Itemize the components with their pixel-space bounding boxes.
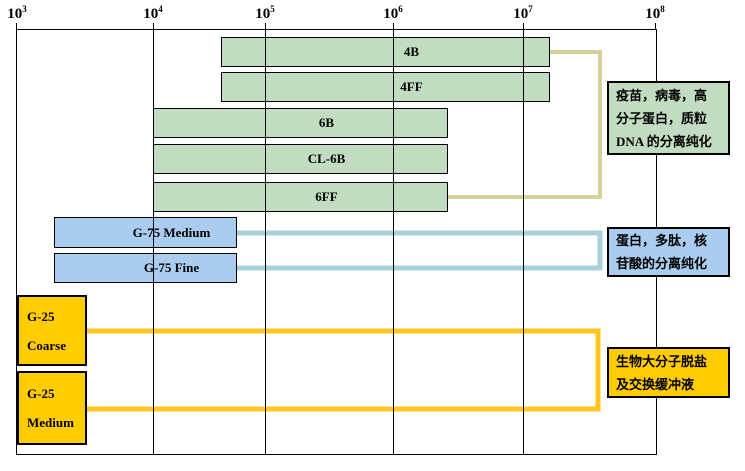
bar-cl-6b: CL-6B <box>153 144 448 174</box>
axis-label-1e6: 106 <box>383 4 403 23</box>
gridline-1e7 <box>523 29 524 454</box>
bar-g25-coarse: G-25 Coarse <box>17 295 87 366</box>
axis-label-1e3: 103 <box>7 4 27 23</box>
axis-tick <box>393 23 394 29</box>
axis-label-1e5: 105 <box>255 4 275 23</box>
axis-tick <box>265 23 266 29</box>
gridline-1e6 <box>393 29 394 454</box>
annotation-line: 疫苗，病毒，高 <box>616 87 708 103</box>
axis-label-1e4: 104 <box>143 4 163 23</box>
axis-label-1e8: 108 <box>645 4 665 23</box>
annotation-green-applications: 疫苗，病毒，高 分子蛋白，质粒 DNA 的分离纯化 <box>607 81 730 155</box>
axis-tick <box>16 23 17 29</box>
bar-label: 4B <box>403 44 420 59</box>
bar-label: 6FF <box>315 189 338 204</box>
bar-label-line1: G-25 <box>27 308 55 324</box>
axis-tick <box>655 23 656 29</box>
bar-label: 6B <box>318 115 335 130</box>
axis-tick <box>523 23 524 29</box>
bar-label: 4FF <box>400 79 423 94</box>
bar-label: G-75 Medium <box>132 224 211 240</box>
gridline-1e4 <box>153 29 154 454</box>
bar-label: CL-6B <box>307 151 346 166</box>
annotation-line: 苷酸的分离纯化 <box>616 256 708 271</box>
bar-label-line2: Coarse <box>27 337 66 353</box>
annotation-line: DNA 的分离纯化 <box>616 133 712 149</box>
axis-label-1e7: 107 <box>513 4 533 23</box>
gridline-1e5 <box>265 29 266 454</box>
annotation-line: 蛋白，多肽，核 <box>616 233 708 248</box>
bar-6b: 6B <box>153 108 448 138</box>
bar-6ff: 6FF <box>153 182 448 212</box>
bar-g75-fine: G-75 Fine <box>54 253 237 283</box>
bar-4ff: 4FF <box>221 72 550 102</box>
annotation-line: 及交换缓冲液 <box>616 376 695 392</box>
bar-4b: 4B <box>221 37 550 67</box>
bar-label-line2: Medium <box>27 415 74 430</box>
annotation-line: 生物大分子脱盐 <box>616 353 708 369</box>
annotation-blue-applications: 蛋白，多肽，核 苷酸的分离纯化 <box>607 227 730 277</box>
bar-label-line1: G-25 <box>27 386 55 401</box>
bar-label: G-75 Fine <box>143 260 200 275</box>
annotation-line: 分子蛋白，质粒 <box>616 110 708 126</box>
bar-g25-medium: G-25 Medium <box>17 371 87 445</box>
bar-g75-medium: G-75 Medium <box>54 217 237 248</box>
annotation-yellow-applications: 生物大分子脱盐 及交换缓冲液 <box>607 347 730 398</box>
axis-tick <box>153 23 154 29</box>
